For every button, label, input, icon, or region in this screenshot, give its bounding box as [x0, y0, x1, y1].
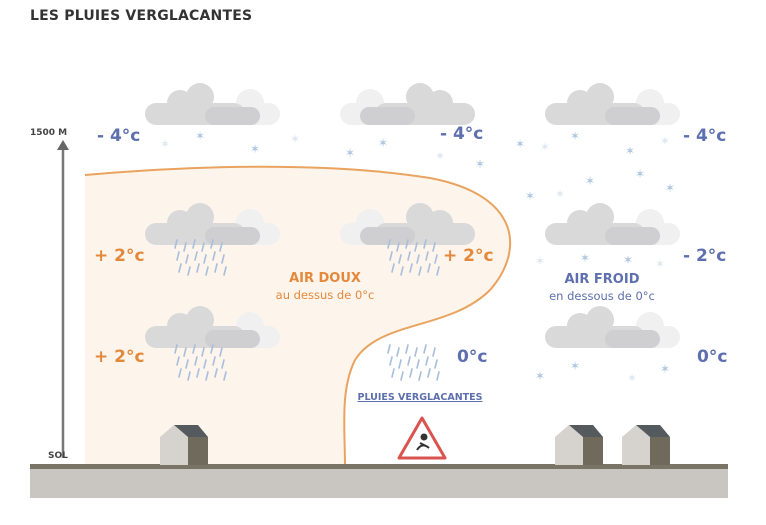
cold-air-subtitle: en dessous de 0°c [549, 289, 655, 303]
temp-row1-right: - 4°c [683, 126, 727, 146]
page-title: LES PLUIES VERGLACANTES [30, 8, 253, 24]
warm-air-subtitle: au dessus de 0°c [275, 288, 375, 302]
snowflake-icon: ✶ [660, 362, 670, 376]
altitude-ground-label: SOL [48, 451, 68, 461]
rain-icon [174, 344, 227, 381]
warm-air-boundary [84, 165, 511, 466]
temp-row3-left: + 2°c [94, 347, 145, 367]
snowflake-icon: ✶ [345, 146, 355, 160]
rain-icon [174, 239, 227, 276]
snowflake-icon: ✶ [555, 187, 565, 201]
altitude-arrow [57, 140, 69, 458]
warm-air-title: AIR DOUX [289, 271, 361, 286]
temp-row2-middle: + 2°c [443, 246, 494, 266]
cloud-icon [145, 203, 280, 245]
snowflake-icon: ✶ [660, 134, 670, 148]
temp-row1-middle: - 4°c [440, 124, 484, 144]
rain-icon [387, 344, 440, 381]
temp-row3-middle: 0°c [457, 347, 488, 367]
snowflake-icon: ✶ [535, 369, 545, 383]
temp-row2-left: + 2°c [94, 246, 145, 266]
snowflake-icon: ✶ [570, 129, 580, 143]
temp-row1-left: - 4°c [97, 126, 141, 146]
cloud-icon [545, 306, 680, 348]
snowflake-icon: ✶ [290, 132, 300, 146]
snowflake-icon: ✶ [525, 189, 535, 203]
snowflake-icon: ✶ [623, 253, 633, 267]
cloud-icon [340, 203, 475, 245]
snowflake-icon: ✶ [250, 142, 260, 156]
cloud-icon [545, 203, 680, 245]
snowflake-icon: ✶ [665, 181, 675, 195]
snowflake-icon: ✶ [585, 174, 595, 188]
cloud-icon [340, 83, 475, 125]
house-icon [622, 425, 670, 465]
rain-icon [387, 239, 440, 276]
ground [30, 464, 728, 498]
snowflake-icon: ✶ [635, 167, 645, 181]
snowflake-icon: ✶ [475, 157, 485, 171]
snowflake-icon: ✶ [540, 140, 550, 154]
cloud-icon [545, 83, 680, 125]
snowflake-icon: ✶ [627, 371, 637, 385]
snowflake-icon: ✶ [195, 129, 205, 143]
temp-row3-right: 0°c [697, 347, 728, 367]
house-icon [160, 425, 208, 465]
snowflake-icon: ✶ [435, 149, 445, 163]
snowflake-icon: ✶ [515, 137, 525, 151]
cloud-icon [145, 83, 280, 125]
slippery-road-warning-icon [397, 416, 447, 460]
snowflake-icon: ✶ [535, 254, 545, 268]
snowflake-icon: ✶ [580, 251, 590, 265]
snowflake-icon: ✶ [625, 144, 635, 158]
cloud-icon [145, 306, 280, 348]
house-icon [555, 425, 603, 465]
snowflake-icon: ✶ [160, 137, 170, 151]
altitude-top-label: 1500 M [30, 128, 68, 138]
freezing-rain-caption: PLUIES VERGLACANTES [357, 392, 483, 403]
temp-row2-right: - 2°c [683, 246, 727, 266]
cold-air-title: AIR FROID [564, 272, 640, 287]
snowflake-icon: ✶ [655, 257, 665, 271]
snowflake-icon: ✶ [570, 359, 580, 373]
snowflake-icon: ✶ [378, 136, 388, 150]
